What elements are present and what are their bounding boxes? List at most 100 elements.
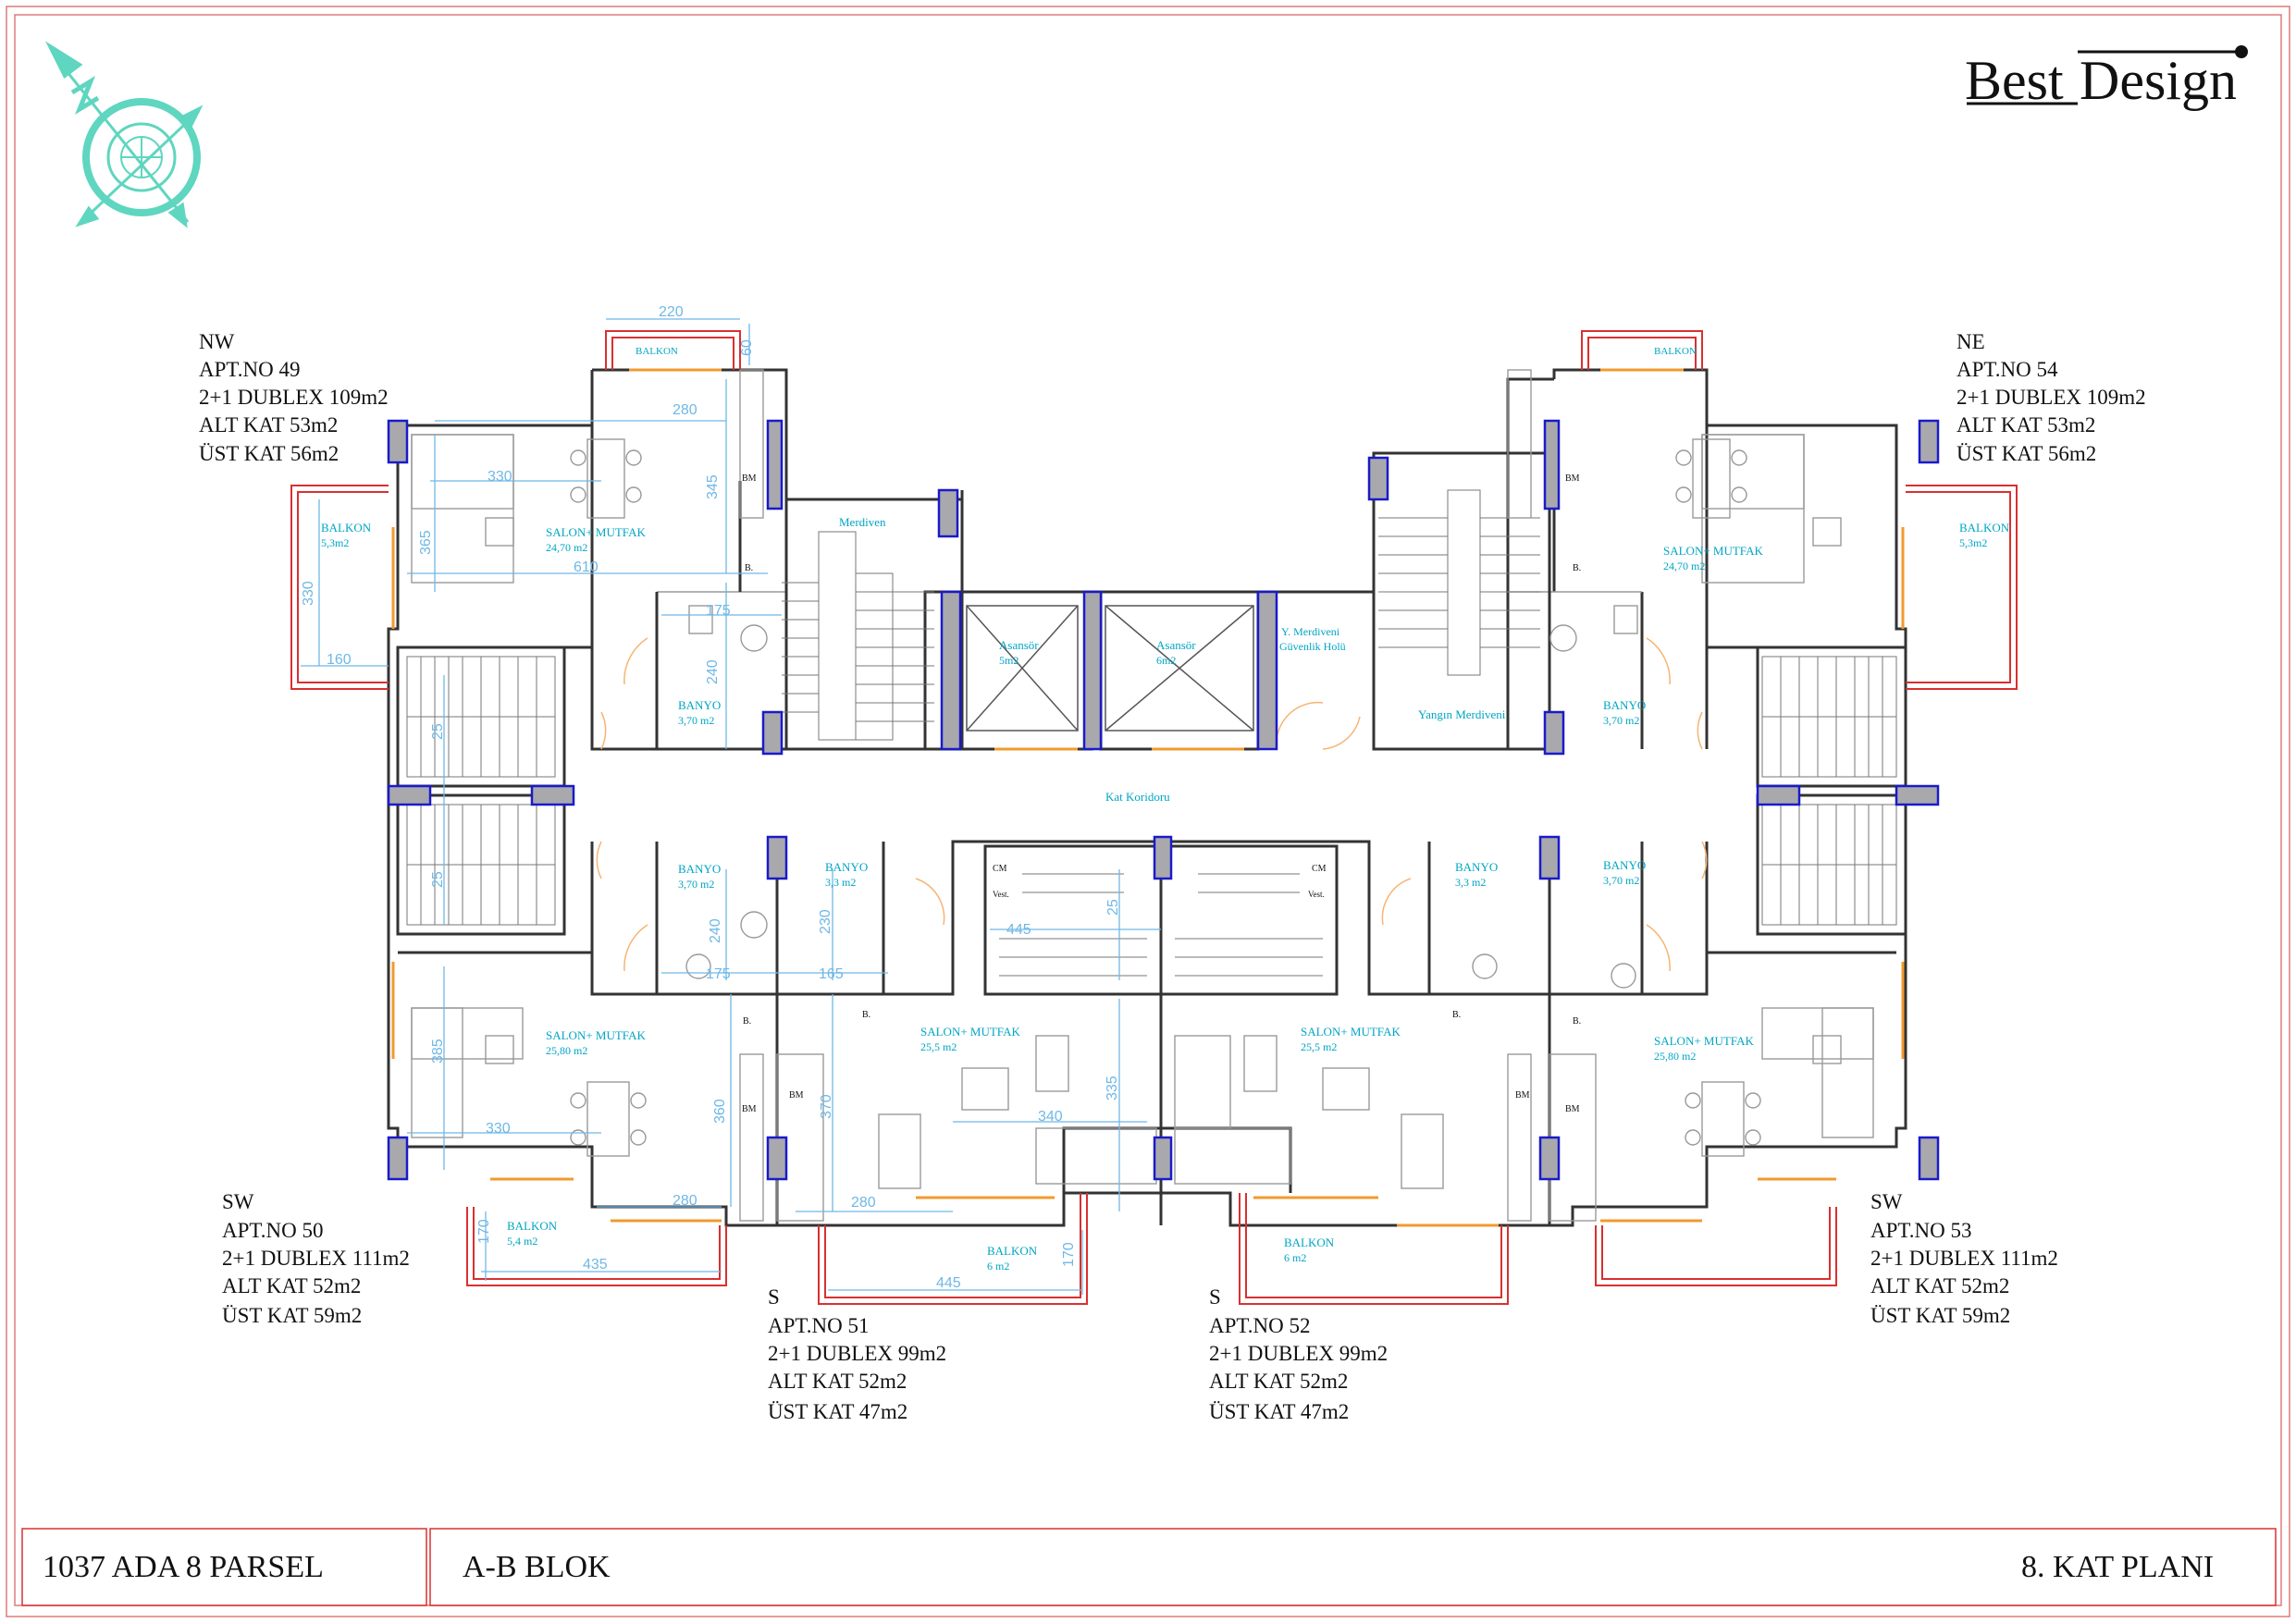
salon-label-s52: SALON+ MUTFAK <box>1301 1025 1401 1039</box>
balkon-label-sw: BALKON <box>507 1219 558 1233</box>
apt-53-alt: ALT KAT 52m2 <box>1870 1274 2009 1297</box>
dim-170-b: 170 <box>1061 1242 1077 1267</box>
dim-25-a: 25 <box>430 723 446 740</box>
b-tag-nw: B. <box>745 563 753 573</box>
salon-area-ne: 24,70 m2 <box>1663 559 1705 572</box>
banyo-label-nw: BANYO <box>678 698 721 712</box>
balkon-area-nw-side: 5,3m2 <box>321 536 349 549</box>
bm-tag-nw: BM <box>742 473 757 484</box>
apt-49-direction: NW <box>199 330 235 353</box>
apt-52-ust: ÜST KAT 47m2 <box>1209 1400 1349 1423</box>
balkon-area-s52: 6 m2 <box>1284 1251 1306 1264</box>
b-tag-s51: B. <box>862 1010 870 1020</box>
brand-text-design: Design <box>2080 50 2237 111</box>
merdiven-label: Merdiven <box>839 515 886 529</box>
dim-170-a: 170 <box>476 1219 492 1244</box>
dim-240-top: 240 <box>705 659 721 684</box>
dim-360: 360 <box>712 1099 728 1124</box>
elevator-shafts <box>966 605 1254 732</box>
dim-385: 385 <box>430 1039 446 1064</box>
banyo-area-ne: 3,70 m2 <box>1603 714 1639 727</box>
apartment-info-sw53: SW APT.NO 53 2+1 DUBLEX 111m2 ALT KAT 52… <box>1870 1190 2058 1327</box>
balkon-label-s52: BALKON <box>1284 1236 1335 1249</box>
bm-tag-s52: BM <box>1515 1090 1530 1100</box>
apt-49-type: 2+1 DUBLEX 109m2 <box>199 386 389 409</box>
bm-tag-s51: BM <box>789 1090 804 1100</box>
dim-25-c: 25 <box>1105 899 1121 916</box>
footer-floor: 8. KAT PLANI <box>2021 1550 2214 1584</box>
dim-445-bottom: 445 <box>936 1275 961 1291</box>
asansor-label-1: Asansör <box>999 638 1039 652</box>
cm-tag-right: CM <box>1312 864 1327 874</box>
salon-area-sw: 25,80 m2 <box>546 1044 587 1057</box>
dim-340: 340 <box>1038 1109 1063 1125</box>
brand-text-best: Best <box>1965 50 2064 111</box>
dim-330-top: 330 <box>488 469 512 485</box>
dim-330-bottom: 330 <box>486 1121 511 1137</box>
salon-label-se: SALON+ MUTFAK <box>1654 1034 1754 1048</box>
apt-54-number: APT.NO 54 <box>1957 358 2058 381</box>
apt-51-direction: S <box>768 1285 780 1309</box>
dim-175-top: 175 <box>706 603 731 619</box>
salon-label-s51: SALON+ MUTFAK <box>920 1025 1020 1039</box>
b-tag-ne: B. <box>1573 563 1581 573</box>
dim-25-b: 25 <box>430 871 446 888</box>
banyo-label-se: BANYO <box>1603 858 1646 872</box>
asansor-label-2: Asansör <box>1156 638 1196 652</box>
apt-50-number: APT.NO 50 <box>222 1219 323 1242</box>
apt-51-alt: ALT KAT 52m2 <box>768 1370 907 1393</box>
footer-parcel: 1037 ADA 8 PARSEL <box>43 1550 324 1584</box>
salon-area-nw: 24,70 m2 <box>546 541 587 554</box>
apt-50-alt: ALT KAT 52m2 <box>222 1274 361 1297</box>
bm-tag-sw: BM <box>742 1104 757 1114</box>
salon-label-sw: SALON+ MUTFAK <box>546 1028 646 1042</box>
banyo-area-nw: 3,70 m2 <box>678 714 714 727</box>
dim-160: 160 <box>327 652 352 668</box>
balkon-label-ne-top: BALKON <box>1654 346 1697 357</box>
banyo-label-s52: BANYO <box>1455 860 1498 874</box>
salon-label-nw: SALON+ MUTFAK <box>546 525 646 539</box>
apt-54-direction: NE <box>1957 330 1985 353</box>
apt-54-type: 2+1 DUBLEX 109m2 <box>1957 386 2146 409</box>
yangin-merdiveni-label: Yangın Merdiveni <box>1418 707 1506 721</box>
balconies <box>290 330 2018 1305</box>
balkon-area-sw: 5,4 m2 <box>507 1235 537 1248</box>
dimension-lines <box>301 318 1161 1295</box>
y-merdiveni-label: Y. Merdiveni <box>1281 625 1340 638</box>
apt-53-type: 2+1 DUBLEX 111m2 <box>1870 1247 2058 1270</box>
dim-280-bottom-a: 280 <box>673 1193 697 1209</box>
apartment-info-nw: NW APT.NO 49 2+1 DUBLEX 109m2 ALT KAT 53… <box>199 330 389 465</box>
footer-block: A-B BLOK <box>463 1550 611 1584</box>
b-tag-sw: B. <box>743 1016 751 1027</box>
dim-335: 335 <box>1105 1076 1120 1100</box>
banyo-label-sw: BANYO <box>678 862 721 876</box>
dim-175-bottom: 175 <box>706 966 731 982</box>
asansor-area-2: 6m2 <box>1156 654 1176 667</box>
vest-tag-left: Vest. <box>993 890 1009 899</box>
apt-51-ust: ÜST KAT 47m2 <box>768 1400 907 1423</box>
salon-area-se: 25,80 m2 <box>1654 1050 1696 1063</box>
apt-54-alt: ALT KAT 53m2 <box>1957 413 2095 436</box>
dim-435: 435 <box>583 1257 608 1273</box>
inner-frame <box>14 14 2282 1606</box>
title-block: 1037 ADA 8 PARSEL A-B BLOK 8. KAT PLANI <box>21 1528 2277 1606</box>
balkon-label-s51: BALKON <box>987 1244 1038 1258</box>
apt-54-ust: ÜST KAT 56m2 <box>1957 442 2096 465</box>
dim-365: 365 <box>418 530 434 555</box>
salon-area-s52: 25,5 m2 <box>1301 1040 1337 1053</box>
dim-345: 345 <box>705 474 721 499</box>
apt-51-number: APT.NO 51 <box>768 1314 869 1337</box>
balkon-label-ne-side: BALKON <box>1959 521 2010 535</box>
guvenlik-holu-label: Güvenlik Holü <box>1279 640 1346 653</box>
banyo-label-ne: BANYO <box>1603 698 1646 712</box>
banyo-area-s52: 3,3 m2 <box>1455 876 1486 889</box>
dimension-labels: 220 60 280 330 345 365 610 330 160 175 2… <box>301 304 1121 1291</box>
dim-230: 230 <box>818 909 833 934</box>
bm-tag-ne: BM <box>1565 473 1580 484</box>
b-tag-se: B. <box>1573 1016 1581 1027</box>
dim-445-top: 445 <box>1006 922 1031 938</box>
b-tag-s52: B. <box>1452 1010 1461 1020</box>
apt-53-number: APT.NO 53 <box>1870 1219 1971 1242</box>
apt-49-ust: ÜST KAT 56m2 <box>199 442 339 465</box>
